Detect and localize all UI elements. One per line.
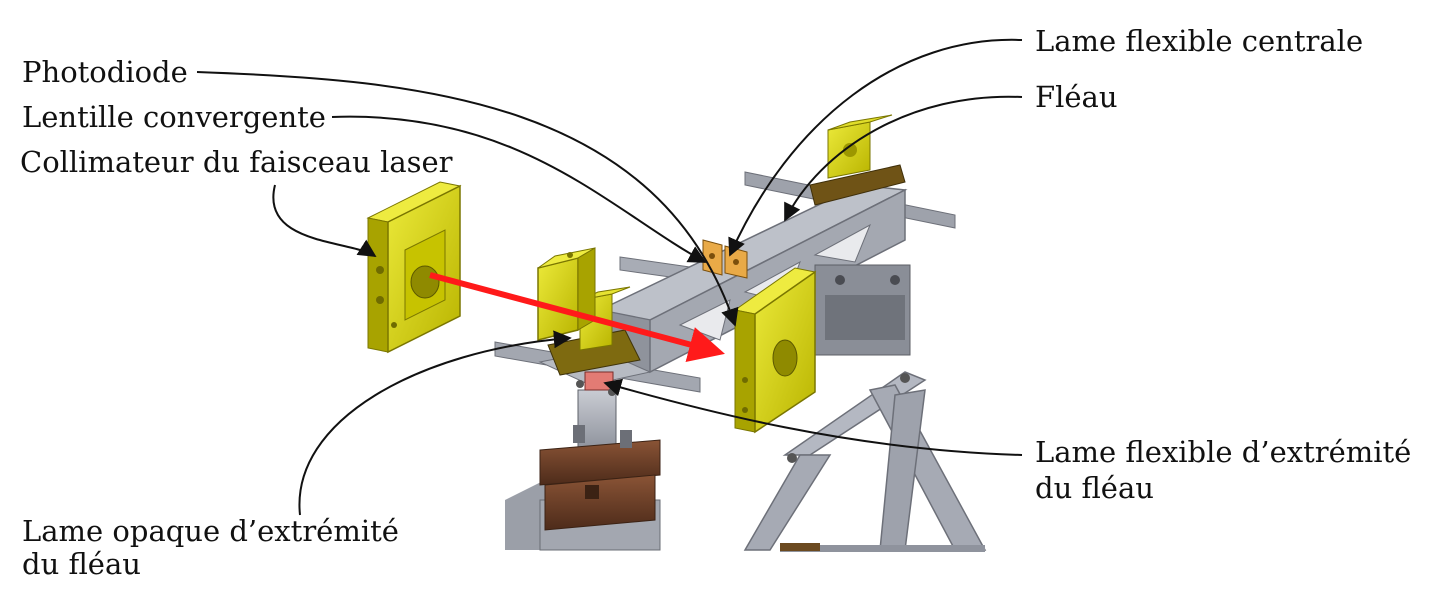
leader-fleau	[784, 95, 1023, 222]
label-lentille-convergente: Lentille convergente	[22, 100, 326, 134]
label-fleau: Fléau	[1035, 80, 1118, 114]
label-lame-flexible-centrale: Lame flexible centrale	[1035, 24, 1364, 58]
photodiode-plate	[733, 267, 817, 434]
label-lame-opaque-line1: Lame opaque d’extrémité	[22, 514, 399, 548]
lens-holder	[537, 247, 596, 341]
leader-lines	[196, 38, 1023, 516]
label-lame-flexible-extremite-line1: Lame flexible d’extrémité	[1035, 435, 1412, 469]
top-pivot-post	[809, 114, 906, 206]
label-photodiode: Photodiode	[22, 55, 188, 89]
laser-collimator	[366, 181, 462, 354]
label-lame-opaque-line2: du fléau	[22, 547, 141, 581]
label-lame-flexible-extremite-line2: du fléau	[1035, 471, 1154, 505]
leader-lame-extremite	[603, 378, 1023, 456]
label-collimateur: Collimateur du faisceau laser	[20, 145, 453, 179]
leader-lentille	[331, 115, 707, 263]
leader-lame-opaque	[298, 330, 572, 516]
leader-photodiode	[196, 71, 739, 327]
leader-lame-centrale	[728, 38, 1023, 257]
leader-collimateur	[272, 184, 377, 257]
laser-beam	[429, 272, 725, 362]
lower-support-column	[505, 389, 661, 551]
